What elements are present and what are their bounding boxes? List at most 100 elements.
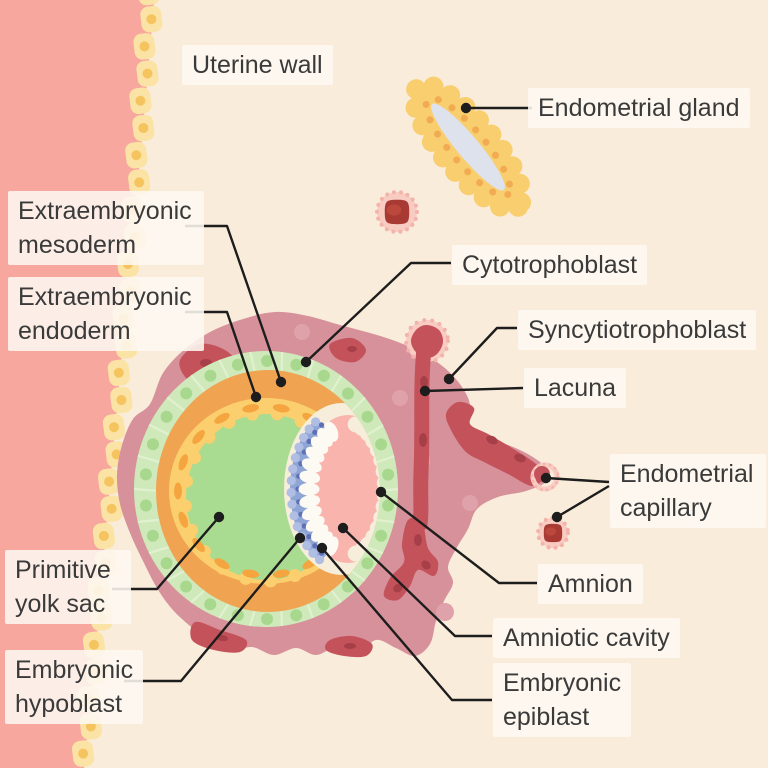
hypoblast-cell-nucleus <box>318 422 325 428</box>
epithelium-cell <box>110 386 133 414</box>
cytotrophoblast-cell-border <box>218 603 230 619</box>
epithelium-cell <box>125 141 148 169</box>
endoderm-cell-nucleus <box>272 569 290 578</box>
endoderm-cell-nucleus <box>242 569 260 578</box>
lacuna-dark-spot <box>393 583 403 593</box>
endoderm-cell-nucleus <box>272 404 290 413</box>
leader-line-cytotrophoblast <box>305 261 451 363</box>
epithelium-cell <box>140 5 163 33</box>
lacuna-dark-spot <box>421 560 431 570</box>
endometrial-gland <box>404 74 532 220</box>
cytotrophoblast-cell-nucleus <box>290 609 303 622</box>
hypoblast-cell-bump <box>290 453 300 463</box>
label-uterine-wall: Uterine wall <box>182 45 333 85</box>
cytotrophoblast-cell-border <box>190 374 206 393</box>
cytotrophoblast-cell-border <box>306 359 315 379</box>
cytotrophoblast-cell-nucleus <box>382 468 395 481</box>
leader-dot-embryonic-epiblast <box>316 542 328 554</box>
label-primitive-yolk-sac: Primitive yolk sac <box>5 550 131 624</box>
endoderm-cell-nucleus <box>214 412 230 424</box>
hypoblast-cell-bump <box>299 433 309 443</box>
syncytiotrophoblast-texture-spot <box>462 495 478 511</box>
lacuna-dark-spot <box>419 433 427 447</box>
leader-line-embryonic-hypoblast <box>124 537 301 683</box>
epiblast-cell <box>299 470 321 484</box>
epithelium-cell <box>102 413 126 441</box>
label-endometrial-gland: Endometrial gland <box>528 88 750 128</box>
cytotrophoblast-cell-border <box>190 589 206 604</box>
hypoblast-cell-nucleus <box>301 449 307 455</box>
hypoblast-cell-bump <box>315 555 325 565</box>
epithelium-cell-nucleus <box>109 422 119 433</box>
lacuna-dark-spot <box>344 643 356 649</box>
leader-dot-lacuna <box>419 385 431 397</box>
cytotrophoblast-cell-border <box>249 351 256 372</box>
lacuna-dark-spot <box>514 453 526 463</box>
endometrial-capillary-2 <box>536 516 570 550</box>
cytotrophoblast-cell-border <box>137 454 160 463</box>
epithelium-cell-nucleus <box>111 449 122 460</box>
epithelium-cell-nucleus <box>139 41 150 52</box>
epithelium-cell <box>92 522 115 550</box>
cytotrophoblast-cell-border <box>366 424 384 436</box>
hypoblast-cell-nucleus <box>306 534 312 540</box>
cytotrophoblast-cell-nucleus <box>361 410 374 423</box>
leader-dot-endometrial-gland <box>460 102 472 114</box>
label-embryonic-epiblast: Embryonic epiblast <box>493 663 631 737</box>
leader-line-lacuna <box>424 386 524 393</box>
amnion-cell-bump <box>347 545 364 562</box>
lacuna-dark-spot <box>414 534 422 546</box>
cytotrophoblast-cell-border <box>330 374 343 393</box>
hypoblast-cell-nucleus <box>301 523 307 529</box>
cytotrophoblast-cell-nucleus <box>147 438 159 451</box>
endoderm-cell-nucleus <box>178 511 189 528</box>
epithelium-cell-nucleus <box>135 95 146 106</box>
cytotrophoblast-cell-nucleus <box>231 358 244 371</box>
cytotrophoblast-cell-nucleus <box>139 468 152 481</box>
syncytiotrophoblast-texture-spot <box>294 324 310 340</box>
cytotrophoblast-cell-border <box>218 359 230 379</box>
epithelium-cell <box>136 60 159 87</box>
epithelium-cell <box>133 33 156 60</box>
epithelium-cell-nucleus <box>142 68 153 79</box>
cytotrophoblast-cell-border <box>306 603 314 619</box>
leader-line-endometrial-capillary-b <box>556 484 610 519</box>
leader-dot-syncytiotrophoblast <box>443 373 455 385</box>
leader-dot-endometrial-capillary-b <box>551 511 563 523</box>
endoderm-cell-nucleus <box>192 537 205 553</box>
label-extraembryonic-endoderm: Extraembryonic endoderm <box>8 277 204 351</box>
endoderm-cell-nucleus <box>178 454 189 471</box>
hypoblast-cell-bump <box>292 522 302 532</box>
lacuna-dark-spot <box>347 346 357 352</box>
epithelium-cell-nucleus <box>116 395 127 405</box>
cytotrophoblast-cell-nucleus <box>342 387 354 400</box>
endometrial-capillary-upper <box>375 190 419 234</box>
label-cytotrophoblast: Cytotrophoblast <box>452 245 648 285</box>
epithelium-cell-nucleus <box>131 150 142 161</box>
label-syncytiotrophoblast: Syncytiotrophoblast <box>518 310 757 350</box>
capillary-highlight <box>386 204 402 216</box>
cytotrophoblast-cell-border <box>376 455 395 464</box>
epithelium-cell-nucleus <box>106 503 117 514</box>
leader-line-amniotic-cavity <box>342 527 492 638</box>
epithelium-cell <box>128 169 151 196</box>
cytotrophoblast-cell-border <box>366 546 384 555</box>
epithelium-cell <box>129 87 152 115</box>
epithelium-cell-nucleus <box>134 177 145 188</box>
cytotrophoblast-cell-border <box>137 518 160 524</box>
hypoblast-cell-bump <box>286 487 296 498</box>
leader-dot-extraembryonic-mesoderm <box>275 376 287 388</box>
gland-lumen <box>431 103 505 191</box>
label-extraembryonic-mesoderm: Extraembryonic mesoderm <box>8 191 204 265</box>
cytotrophoblast-cell-nucleus <box>160 410 173 423</box>
gland-cell-bumps <box>404 74 532 220</box>
endoderm-cell-nucleus <box>192 429 205 445</box>
hypoblast-cell-bump <box>311 417 321 427</box>
hypoblast-cell-nucleus <box>312 543 318 549</box>
hypoblast-cell-nucleus <box>312 429 318 435</box>
cytotrophoblast-cell-nucleus <box>261 355 274 367</box>
cytotrophoblast-cell-nucleus <box>317 598 330 611</box>
leader-line-endometrial-capillary-a <box>545 476 610 484</box>
epithelium-cell <box>100 495 123 523</box>
cytotrophoblast-cell-border <box>166 396 185 412</box>
